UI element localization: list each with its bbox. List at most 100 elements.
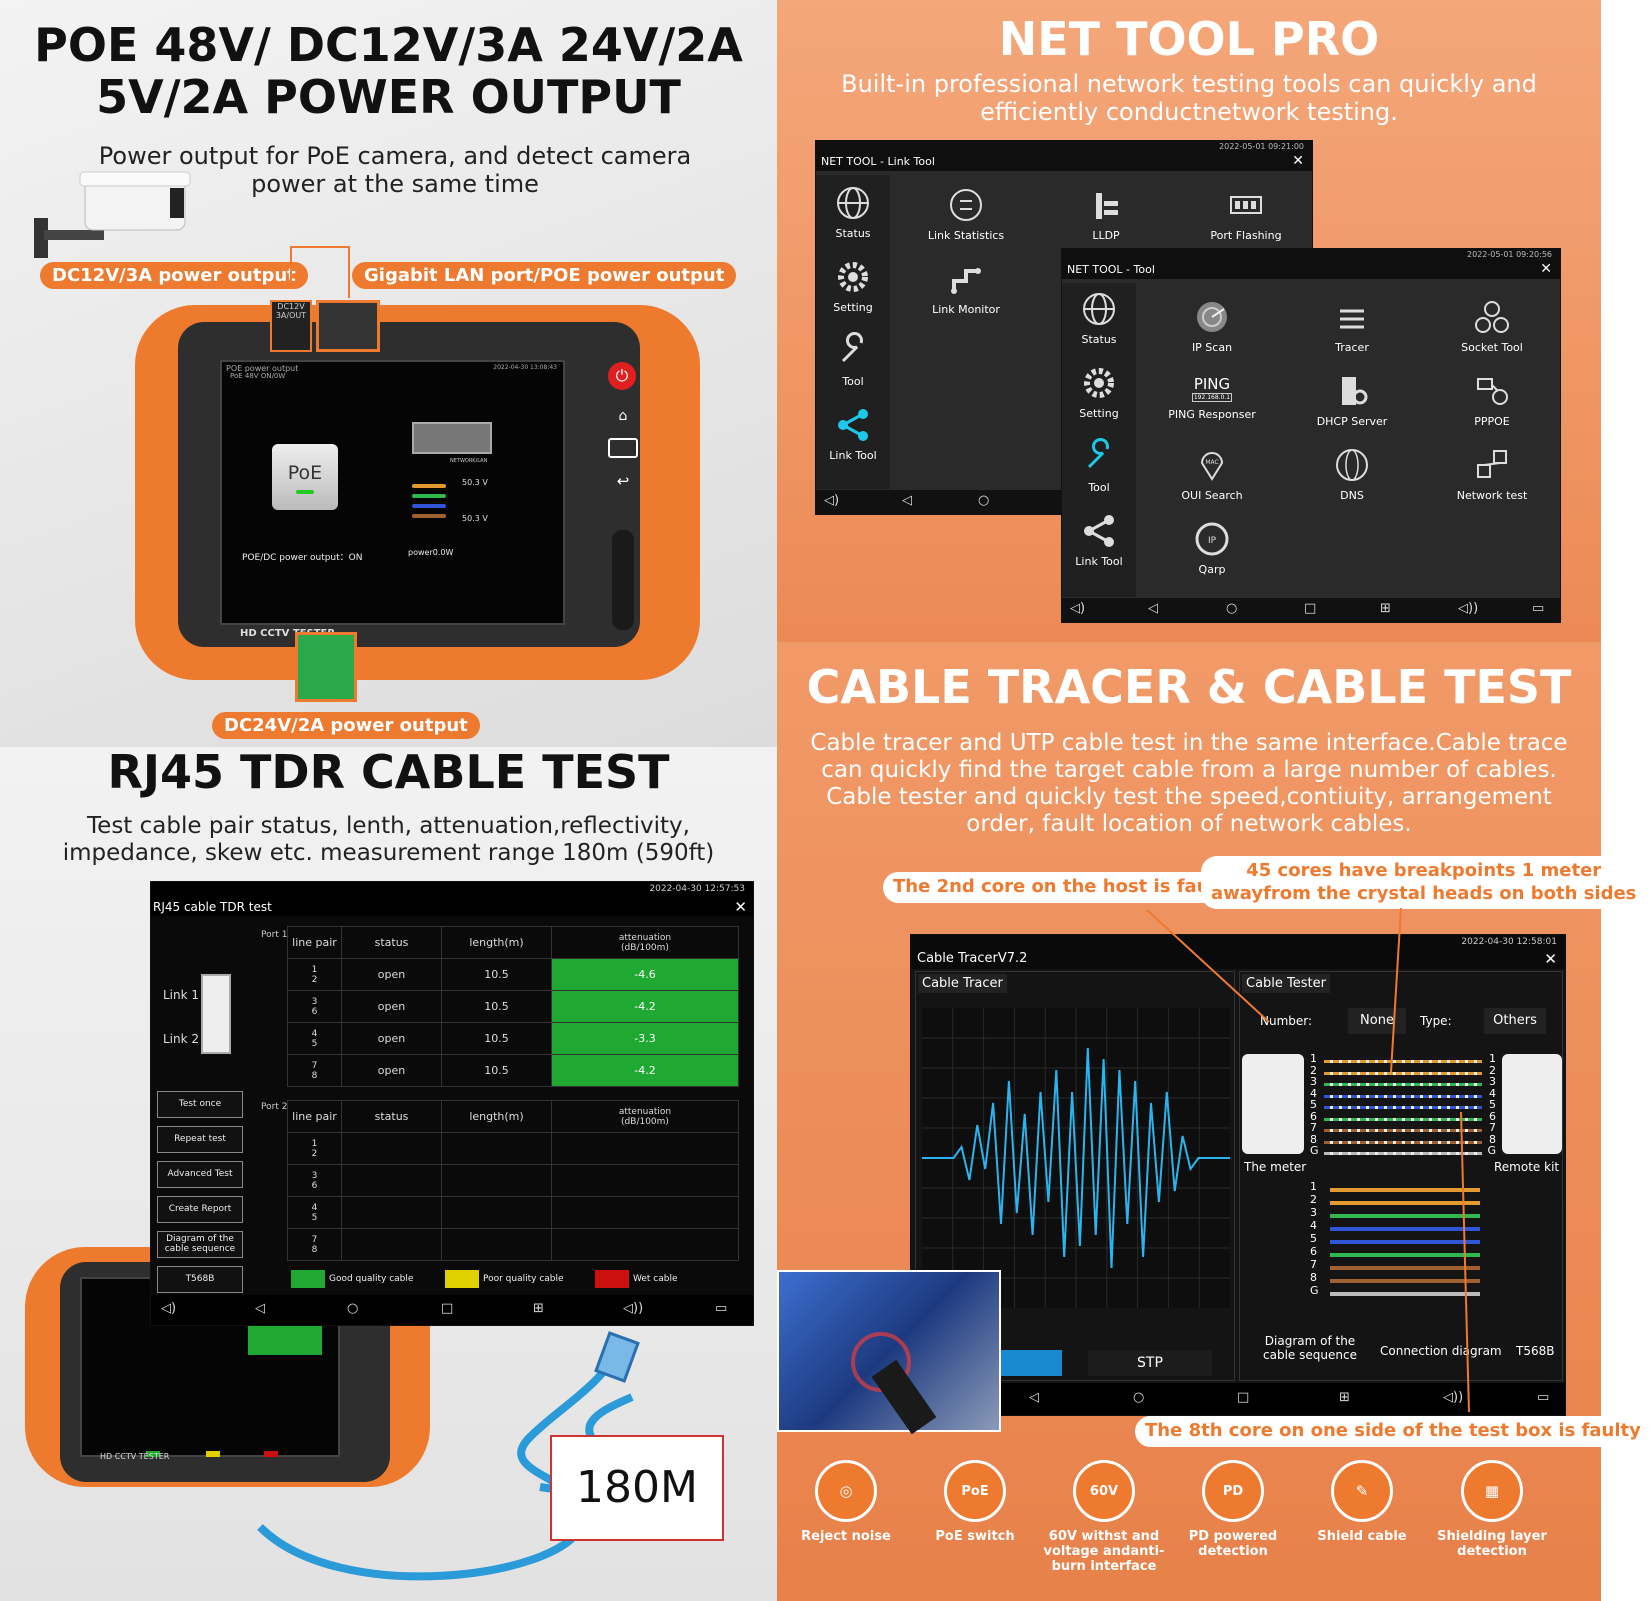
- wire-line: [1330, 1227, 1480, 1231]
- power-value: power0.0W: [408, 548, 454, 557]
- nav-home-icon[interactable]: ○: [1226, 601, 1238, 616]
- camera-shot-icon[interactable]: ▭: [1532, 601, 1545, 616]
- close-icon[interactable]: ✕: [1544, 950, 1557, 968]
- sidebar-item-tool[interactable]: Tool: [816, 332, 890, 388]
- nav-home-icon[interactable]: ○: [1133, 1390, 1145, 1405]
- grid-icon[interactable]: ⊞: [1380, 601, 1391, 616]
- tool-ping-responser[interactable]: PING 192.168.0.1 PING Responser: [1142, 373, 1282, 421]
- volume-up-icon[interactable]: ◁)): [1443, 1390, 1464, 1405]
- wire-line: [1324, 1083, 1482, 1086]
- sidebar-item-setting[interactable]: Setting: [1062, 365, 1136, 420]
- tool-link-monitor[interactable]: Link Monitor: [896, 261, 1036, 316]
- remote-label: Remote kit: [1494, 1160, 1560, 1174]
- table-row: 7 8: [287, 1228, 739, 1261]
- nav-back-icon[interactable]: ◁: [255, 1301, 265, 1316]
- nav-back-icon[interactable]: ◁: [1148, 601, 1158, 616]
- volume-up-icon[interactable]: ◁)): [1458, 601, 1479, 616]
- voltage-a: 50.3 V: [462, 478, 488, 487]
- repeat-test-button[interactable]: Repeat test: [157, 1126, 243, 1153]
- nav-back-icon[interactable]: ◁: [902, 493, 912, 508]
- legend-wet: Wet cable: [633, 1274, 678, 1284]
- close-icon[interactable]: ✕: [1540, 261, 1552, 277]
- sidebar-item-link-tool[interactable]: Link Tool: [816, 407, 890, 462]
- pin-label: G: [1310, 1144, 1319, 1157]
- android-nav-bar: ◁) ◁ ○ □ ⊞ ◁)) ▭: [1062, 598, 1560, 622]
- nav-recent-icon[interactable]: □: [1237, 1390, 1250, 1405]
- home-button[interactable]: ⌂: [618, 408, 628, 424]
- pin-label: 6: [1489, 1109, 1496, 1123]
- poe-subtitle: Power output for PoE camera, and detect …: [98, 142, 692, 199]
- sidebar-item-link-tool[interactable]: Link Tool: [1062, 513, 1136, 568]
- pppoe-icon: [1477, 378, 1508, 405]
- volume-down-icon[interactable]: ◁): [1070, 601, 1086, 616]
- type-select[interactable]: Others: [1484, 1008, 1546, 1034]
- close-icon[interactable]: ✕: [734, 898, 747, 916]
- sidebar-item-status[interactable]: Status: [816, 185, 890, 240]
- nav-back-icon[interactable]: ◁: [1029, 1390, 1039, 1405]
- camera-shot-icon[interactable]: ▭: [715, 1301, 728, 1316]
- tool-network-test[interactable]: Network test: [1422, 447, 1562, 502]
- tool-socket[interactable]: Socket Tool: [1422, 299, 1562, 354]
- sidebar-item-setting[interactable]: Setting: [816, 259, 890, 314]
- nav-home-icon[interactable]: ○: [978, 493, 990, 508]
- wire-line: [1330, 1292, 1480, 1296]
- volume-up-icon[interactable]: ◁)): [623, 1301, 644, 1316]
- cable-sequence-button[interactable]: Diagram of the cable sequence: [157, 1231, 243, 1258]
- feature-shield-cable: Shield cable: [1317, 1529, 1407, 1544]
- camera-shot-icon[interactable]: ▭: [1537, 1390, 1550, 1405]
- volume-down-icon[interactable]: ◁): [161, 1301, 177, 1316]
- nav-recent-icon[interactable]: □: [1304, 601, 1317, 616]
- close-icon[interactable]: ✕: [1292, 153, 1304, 169]
- callout-line: [348, 246, 350, 298]
- tool-dhcp-server[interactable]: DHCP Server: [1282, 373, 1422, 428]
- tool-link-statistics[interactable]: Link Statistics: [896, 187, 1036, 242]
- callout-line: [290, 246, 350, 248]
- number-select[interactable]: None: [1348, 1008, 1406, 1034]
- t568b-button[interactable]: T568B: [157, 1266, 243, 1293]
- range-badge: 180M: [550, 1435, 724, 1541]
- wire-line: [1324, 1094, 1482, 1098]
- power-button[interactable]: ⏻: [608, 362, 636, 390]
- wire-pairs-icon: [412, 472, 452, 522]
- tool-qarp[interactable]: IP Qarp: [1142, 521, 1282, 576]
- tool-tracer[interactable]: Tracer: [1282, 299, 1422, 354]
- wire-line: [1330, 1279, 1480, 1283]
- volume-icon[interactable]: ◁): [824, 493, 840, 508]
- radar-icon: [1197, 302, 1227, 332]
- tab-cable-tracer[interactable]: Cable Tracer: [918, 974, 1007, 993]
- device-brand: HD CCTV TESTER: [240, 628, 336, 639]
- port1-table: line pair status length(m) attenuation (…: [287, 926, 739, 1087]
- nav-home-icon[interactable]: ○: [347, 1301, 359, 1316]
- back-button[interactable]: ↩: [616, 472, 630, 490]
- test-once-button[interactable]: Test once: [157, 1091, 243, 1118]
- rj45-icon: ▦: [1461, 1460, 1523, 1522]
- nettool-title: NET TOOL PRO: [998, 12, 1380, 66]
- create-report-button[interactable]: Create Report: [157, 1196, 243, 1223]
- tool-ip-scan[interactable]: IP Scan: [1142, 299, 1282, 354]
- sidebar-item-tool[interactable]: Tool: [1062, 438, 1136, 494]
- pin-label: 3: [1310, 1075, 1317, 1088]
- tool-lldp[interactable]: LLDP: [1036, 187, 1176, 242]
- mini-brand: HD CCTV TESTER: [100, 1452, 170, 1461]
- advanced-test-button[interactable]: Advanced Test: [157, 1161, 243, 1188]
- nav-recent-icon[interactable]: □: [441, 1301, 454, 1316]
- tool-oui-search[interactable]: MAC OUI Search: [1142, 447, 1282, 502]
- grid-icon[interactable]: ⊞: [1339, 1390, 1350, 1405]
- wire-line: [1330, 1201, 1480, 1205]
- tool-port-flashing[interactable]: Port Flashing: [1176, 187, 1316, 242]
- screenshot-button[interactable]: [608, 438, 638, 458]
- tool-pppoe[interactable]: PPPOE: [1422, 373, 1562, 428]
- wrench-icon: [841, 332, 863, 363]
- tracer-panel: Cable Tracer STP: [915, 971, 1235, 1381]
- port1-label: Port 1: [261, 930, 288, 940]
- standard-label: T568B: [1516, 1344, 1555, 1358]
- pin-label: 7: [1310, 1121, 1317, 1134]
- sidebar-item-status[interactable]: Status: [1062, 291, 1136, 346]
- tdr-title: RJ45 TDR CABLE TEST: [107, 745, 670, 799]
- tool-dns[interactable]: DNS: [1282, 447, 1422, 502]
- stp-button[interactable]: STP: [1088, 1350, 1212, 1376]
- grid-icon[interactable]: ⊞: [533, 1301, 544, 1316]
- wire-line: [1324, 1140, 1482, 1144]
- tab-cable-tester[interactable]: Cable Tester: [1242, 974, 1330, 993]
- location-pin-icon: MAC: [1200, 452, 1224, 481]
